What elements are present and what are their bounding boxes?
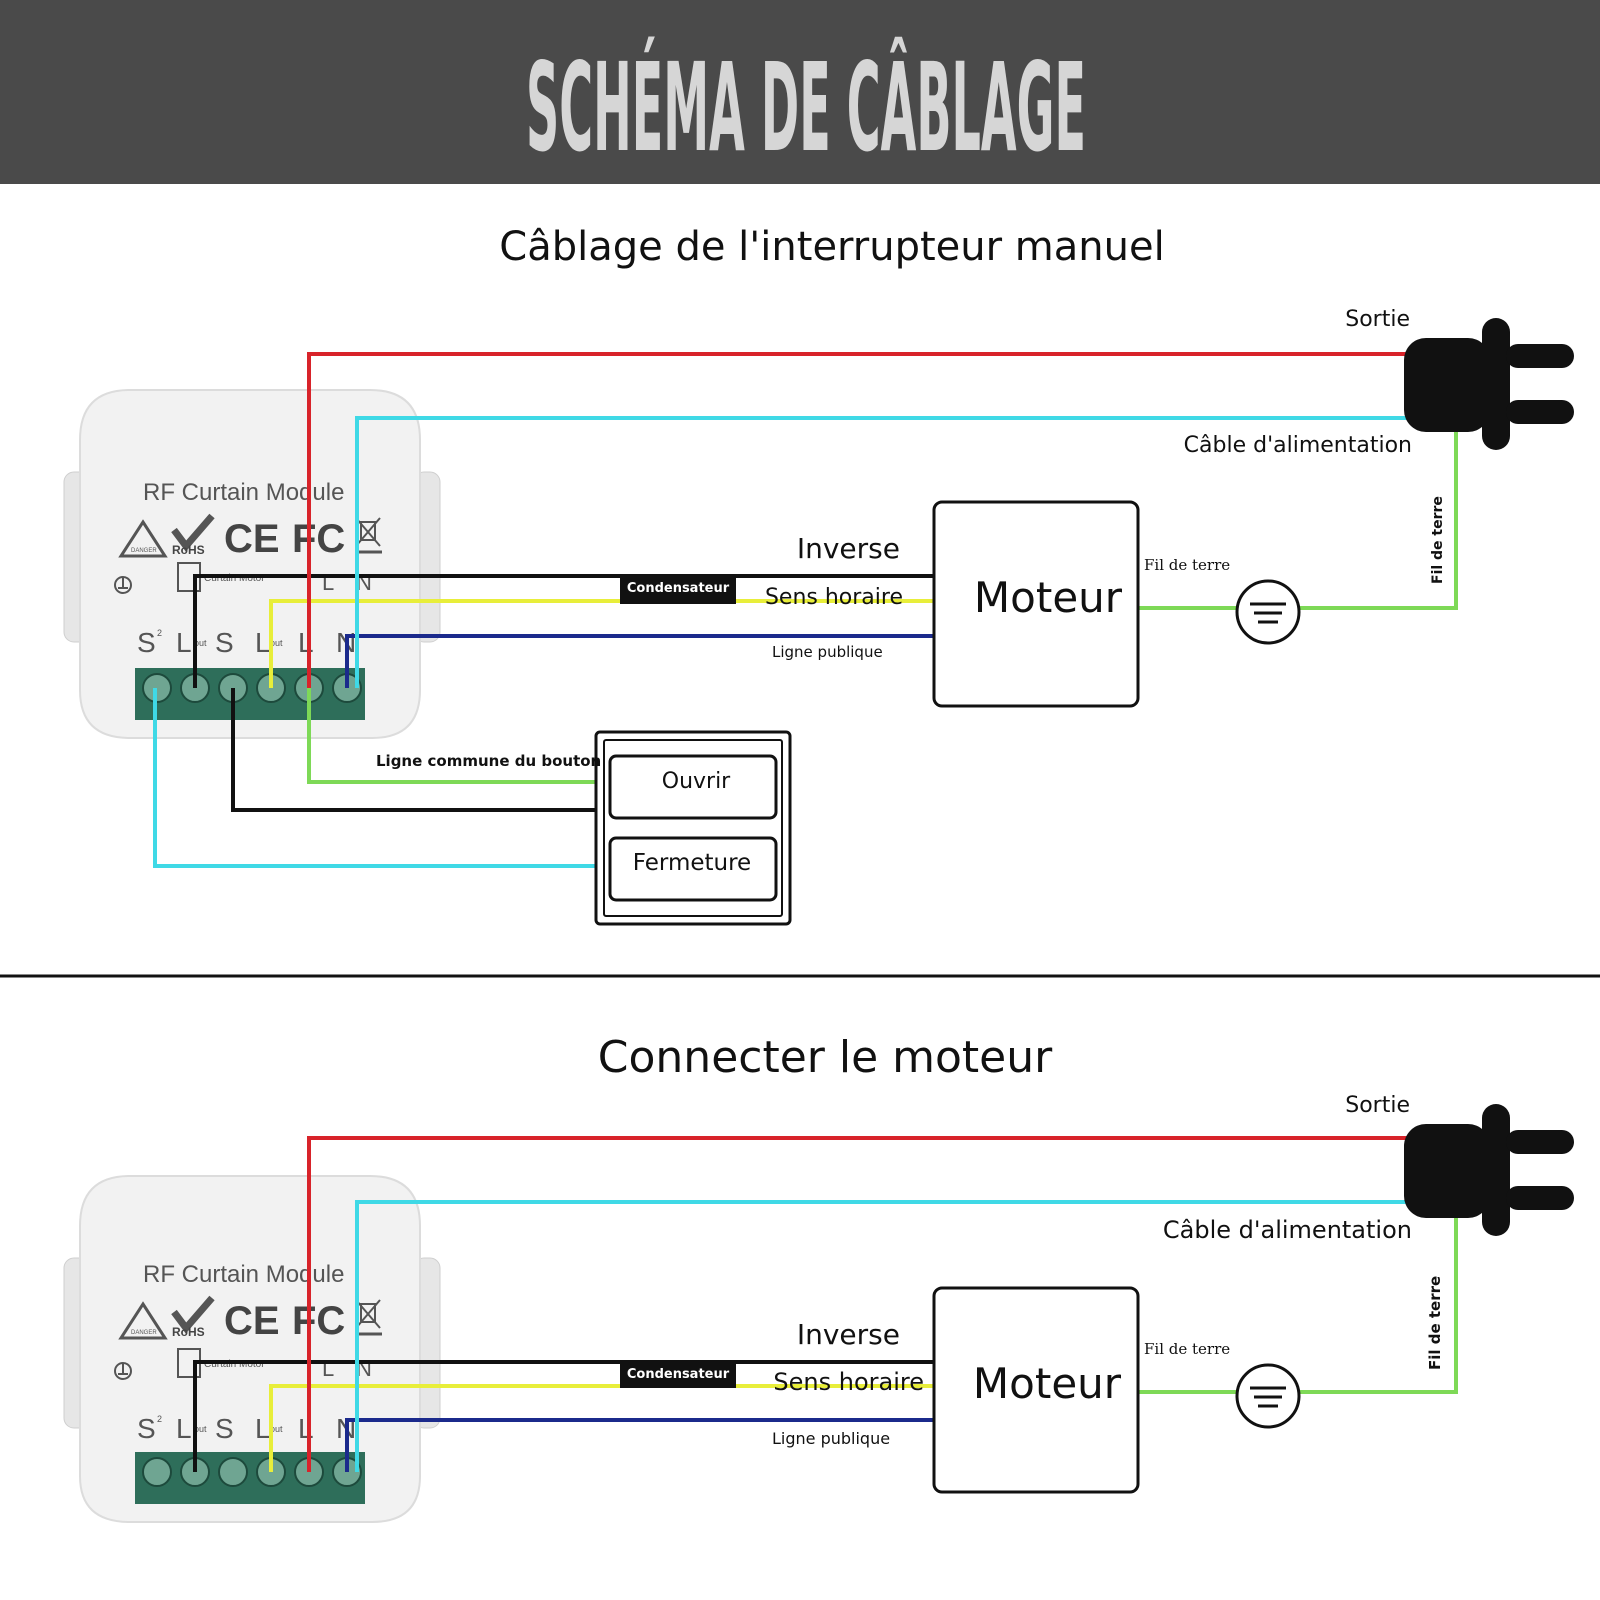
terminal-label: L xyxy=(255,627,271,658)
earth-symbol-icon xyxy=(1235,1363,1301,1429)
terminal-label: L xyxy=(298,1413,314,1444)
capacitor xyxy=(620,574,736,604)
terminal-block xyxy=(135,668,365,720)
terminal-sup: 2 xyxy=(157,1414,162,1424)
neutral-wire xyxy=(355,416,1410,688)
inverse-label: Inverse xyxy=(797,532,900,565)
fc-mark: FC xyxy=(292,1299,345,1343)
terminal-sup: out xyxy=(270,638,283,648)
wires xyxy=(153,352,1458,868)
ce-mark: CE xyxy=(224,517,280,561)
danger-icon xyxy=(118,1301,168,1340)
common-wire xyxy=(345,634,934,688)
earth-wire-label: Fil de terre xyxy=(1144,556,1230,574)
power-cable-label: Câble d'alimentation xyxy=(1163,1216,1412,1244)
output-label: Sortie xyxy=(1345,307,1410,332)
module-name: RF Curtain Module xyxy=(143,1261,344,1288)
button-common-wire xyxy=(307,688,596,784)
open-button[interactable] xyxy=(608,754,778,820)
rohs-label: RoHS xyxy=(172,543,205,557)
power-cable-label: Câble d'alimentation xyxy=(1184,433,1412,458)
earth-symbol-icon xyxy=(1235,579,1301,645)
rohs-label: RoHS xyxy=(172,1325,205,1339)
earth-wire-vertical-label: Fil de terre xyxy=(1430,496,1446,584)
capacitor xyxy=(620,1360,736,1388)
button-common-label: Ligne commune du bouton xyxy=(376,752,601,770)
terminal-label: L xyxy=(255,1413,271,1444)
power-plug-icon xyxy=(1404,1104,1574,1236)
ce-mark: CE xyxy=(224,1299,280,1343)
module-name: RF Curtain Module xyxy=(143,479,344,506)
terminal-sup: 2 xyxy=(157,628,162,638)
weee-bin-icon xyxy=(355,1299,382,1336)
motor-label: Moteur xyxy=(974,573,1123,622)
ground-symbol-icon xyxy=(114,576,132,594)
terminal-sup: out xyxy=(194,638,207,648)
button-s2-wire xyxy=(153,688,596,868)
wall-switch: Ouvrir Fermeture xyxy=(594,730,792,926)
terminal-labels: S 2 L out S L out L N xyxy=(137,1413,356,1444)
rohs-check-icon xyxy=(171,1295,215,1334)
terminal-label: L xyxy=(176,627,192,658)
public-line-label: Ligne publique xyxy=(772,1429,890,1448)
phase-wire xyxy=(307,1136,1410,1472)
terminal-label: S xyxy=(137,1413,156,1444)
weee-bin-icon xyxy=(355,517,382,554)
rf-curtain-module: RF Curtain Module DANGER RoHS CE FC xyxy=(63,1175,441,1523)
danger-icon xyxy=(118,519,168,558)
terminal-screws xyxy=(142,673,362,703)
capacitor-label: Condensateur xyxy=(627,581,730,596)
terminal-sup: out xyxy=(270,1424,283,1434)
motor-box xyxy=(932,500,1140,708)
common-wire xyxy=(345,1418,934,1472)
motor-connection-diagram: RF Curtain Module DANGER RoHS CE FC xyxy=(63,1093,1574,1523)
terminal-sup: out xyxy=(194,1424,207,1434)
capacitor-label: Condensateur xyxy=(627,1367,730,1382)
power-plug-icon xyxy=(1404,318,1574,450)
fc-mark: FC xyxy=(292,517,345,561)
terminal-top-l: L xyxy=(322,570,334,595)
manual-switch-diagram: RF Curtain Module DANGER RoHS CE FC xyxy=(63,307,1574,926)
danger-label: DANGER xyxy=(131,548,157,554)
rf-curtain-module: RF Curtain Module DANGER RoHS CE FC xyxy=(63,389,441,739)
danger-label: DANGER xyxy=(131,1330,157,1336)
neutral-wire xyxy=(355,1200,1410,1472)
terminal-label: L xyxy=(298,627,314,658)
terminal-block xyxy=(135,1452,365,1504)
banner-title: SCHÉMA DE CÂBLAGE xyxy=(526,37,1086,179)
earth-wire-plug xyxy=(1300,432,1458,610)
ground-symbol-icon xyxy=(114,1362,132,1380)
title-banner xyxy=(0,0,1600,184)
terminal-label: L xyxy=(176,1413,192,1444)
module-sub-label: Curtain Motor xyxy=(204,1359,265,1370)
inverse-label: Inverse xyxy=(797,1318,900,1351)
public-line-label: Ligne publique xyxy=(772,643,883,661)
motor-box xyxy=(932,1286,1140,1494)
earth-wire-label: Fil de terre xyxy=(1144,1340,1230,1358)
terminal-label: S xyxy=(215,1413,234,1444)
button-s-wire xyxy=(231,688,596,812)
output-label: Sortie xyxy=(1345,1093,1410,1118)
module-sub-label: Curtain Motor xyxy=(204,573,265,584)
phase-wire xyxy=(307,352,1410,688)
close-button-label: Fermeture xyxy=(633,850,751,876)
terminal-screws xyxy=(142,1457,362,1487)
close-button[interactable] xyxy=(608,836,778,902)
section-title-motor: Connecter le moteur xyxy=(598,1032,1053,1083)
terminal-label: S xyxy=(215,627,234,658)
rohs-check-icon xyxy=(171,513,215,552)
terminal-top-l: L xyxy=(322,1356,334,1381)
clockwise-label: Sens horaire xyxy=(765,585,903,610)
section-title-manual: Câblage de l'interrupteur manuel xyxy=(499,224,1164,270)
open-button-label: Ouvrir xyxy=(662,769,731,794)
motor-label: Moteur xyxy=(973,1359,1122,1408)
clockwise-label: Sens horaire xyxy=(773,1368,924,1396)
terminal-label: S xyxy=(137,627,156,658)
earth-wire-plug xyxy=(1300,1216,1458,1394)
earth-wire-vertical-label: Fil de terre xyxy=(1426,1276,1444,1370)
